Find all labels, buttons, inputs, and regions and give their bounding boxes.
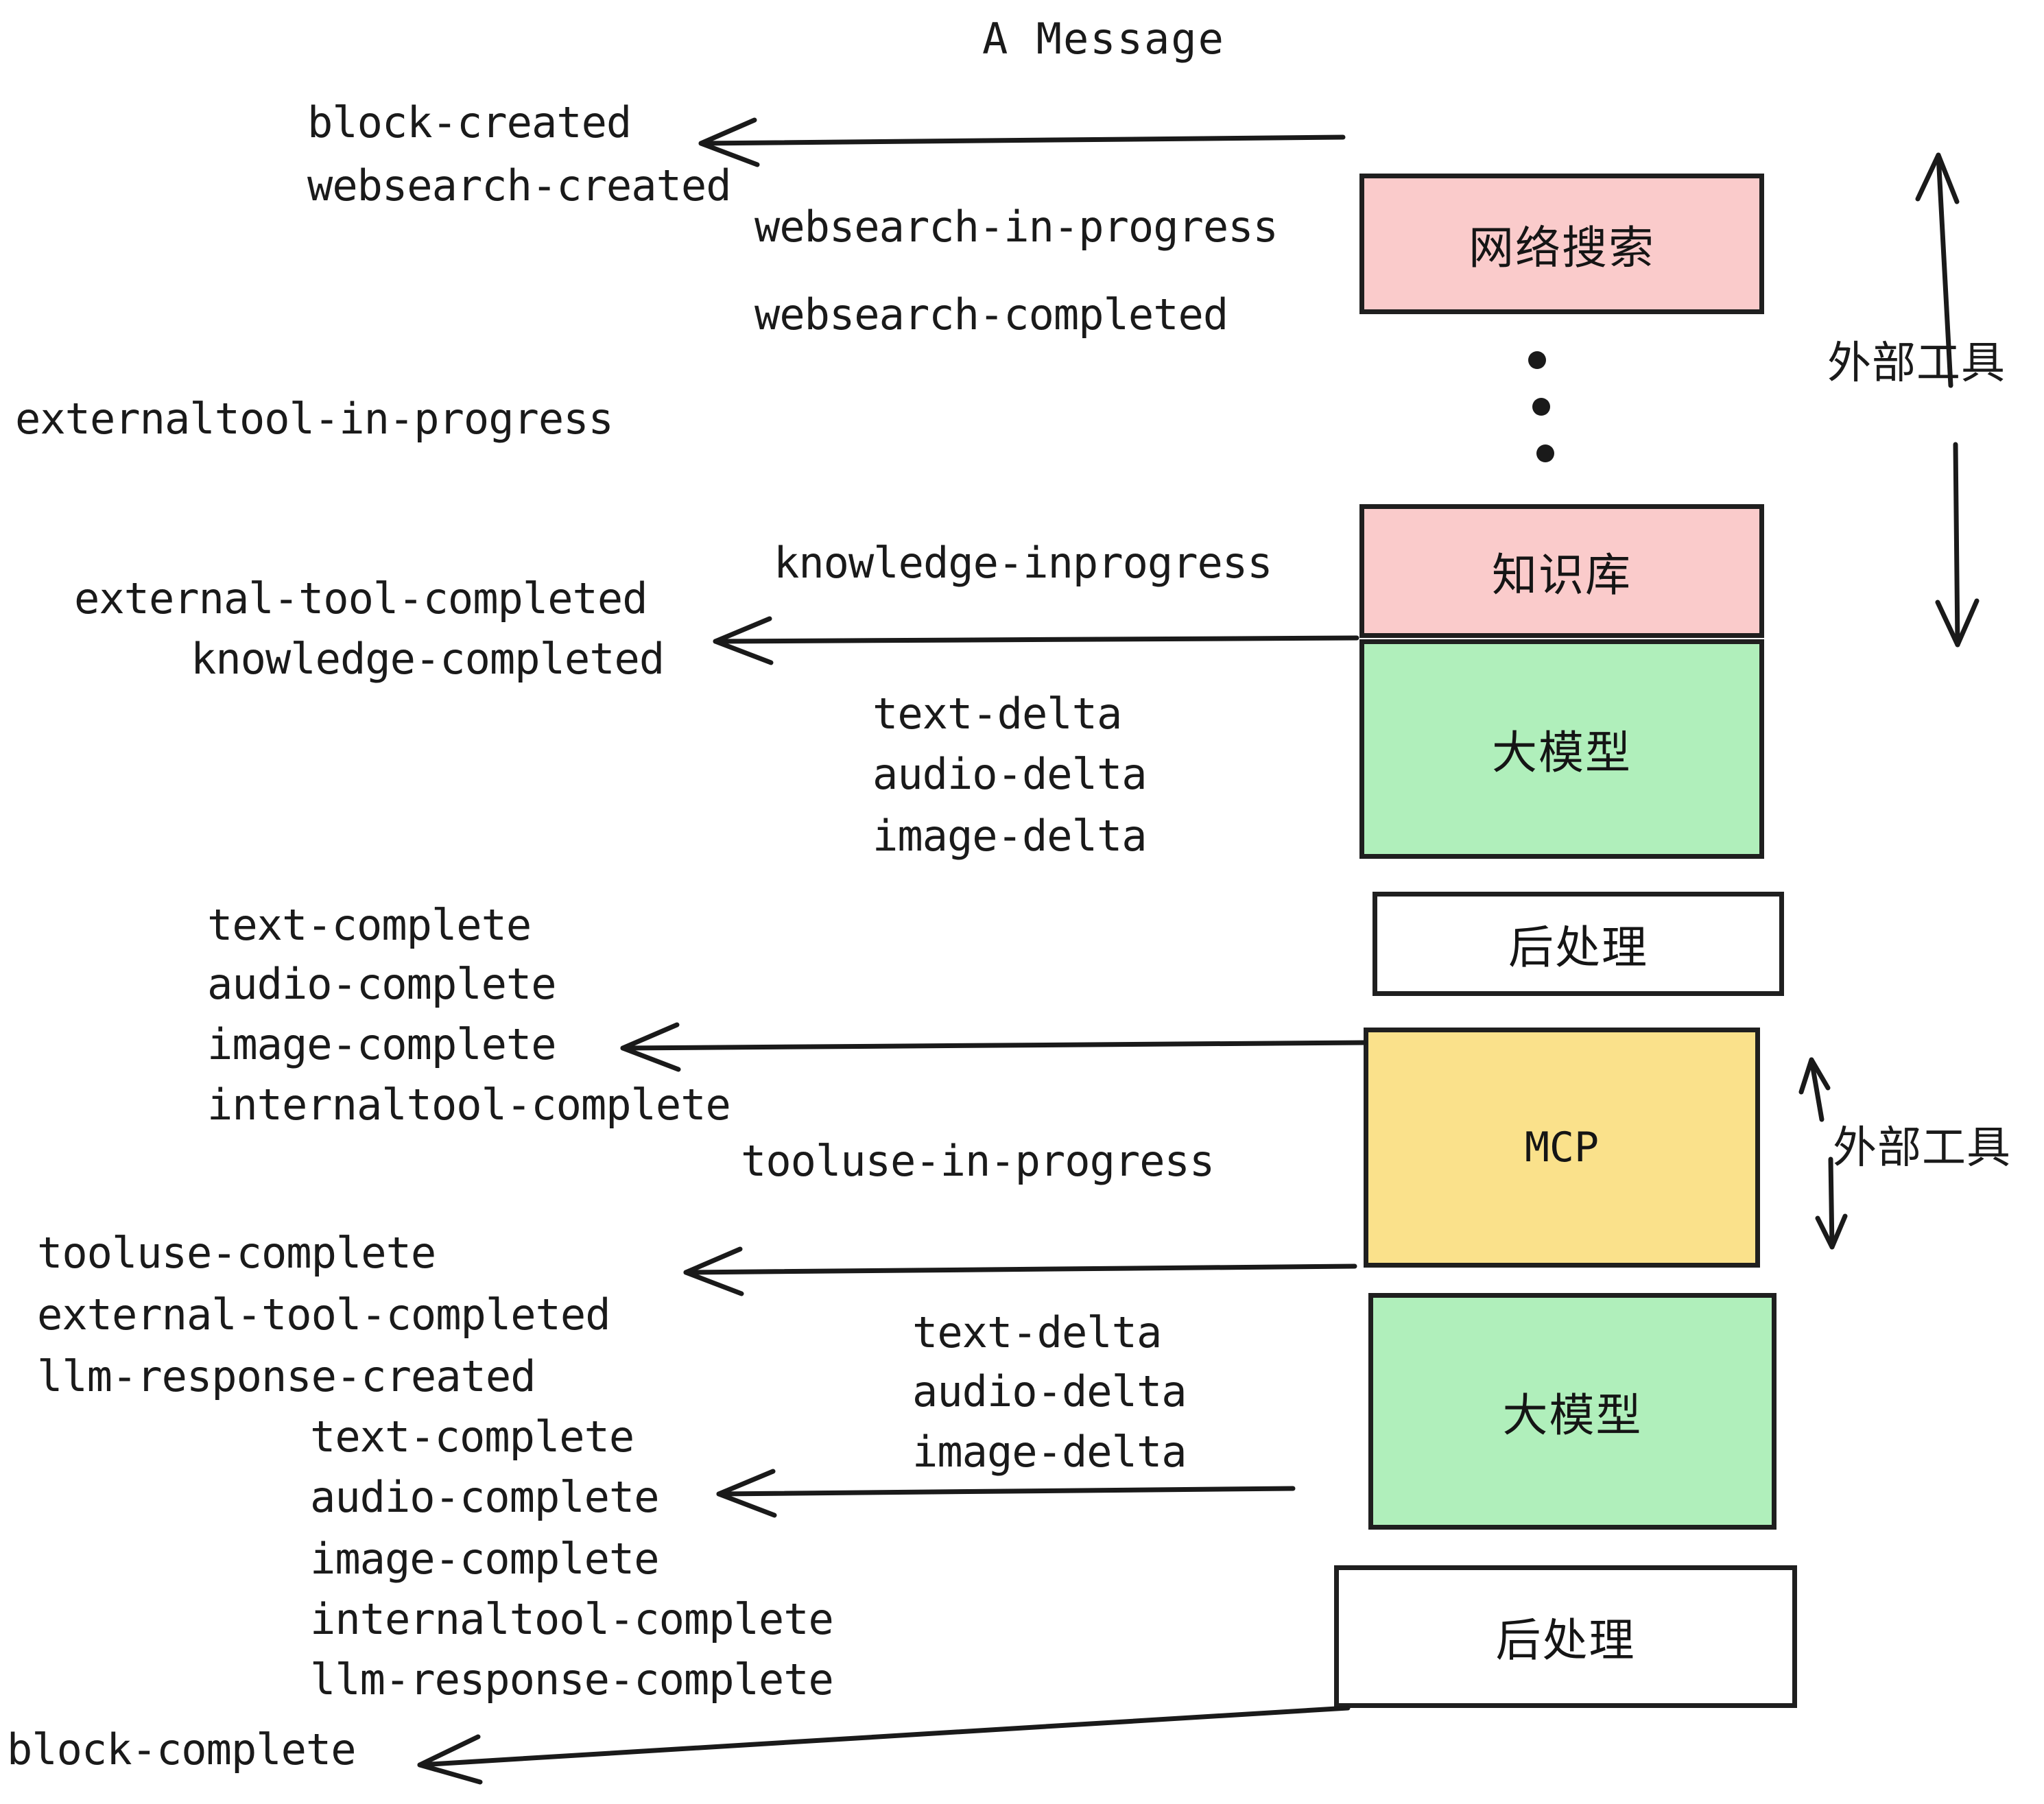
- node-label-postprocess-2: 后处理: [1495, 1614, 1636, 1667]
- arrow-llm2-to-audio-complete: [716, 1469, 1296, 1518]
- event-label-websearch-in-progress: websearch-in-progress: [754, 202, 1279, 252]
- arrow-mcp-to-tooluse-complete: [683, 1246, 1357, 1296]
- node-label-knowledge: 知识库: [1492, 548, 1632, 602]
- node-box-llm-1[interactable]: 大模型: [1359, 639, 1764, 859]
- event-label-audio-complete-1: audio-complete: [207, 959, 557, 1009]
- event-label-websearch-created: websearch-created: [307, 161, 732, 211]
- event-label-text-delta-2: text-delta: [912, 1307, 1162, 1357]
- event-label-image-delta-2: image-delta: [912, 1427, 1187, 1477]
- event-label-internaltool-complete-1: internaltool-complete: [207, 1080, 731, 1130]
- node-label-mcp: MCP: [1524, 1124, 1600, 1172]
- node-label-llm-1: 大模型: [1492, 726, 1632, 779]
- event-label-image-complete-1: image-complete: [207, 1019, 557, 1069]
- event-label-knowledge-completed: knowledge-completed: [191, 634, 665, 684]
- event-label-internaltool-complete-2: internaltool-complete: [310, 1594, 834, 1644]
- event-label-text-complete-1: text-complete: [207, 900, 532, 950]
- side-label-external-tools-top: 外部工具: [1827, 338, 2006, 389]
- event-label-tooluse-complete: tooluse-complete: [37, 1228, 436, 1278]
- event-label-websearch-completed: websearch-completed: [754, 289, 1228, 340]
- node-box-websearch[interactable]: 网络搜索: [1359, 174, 1764, 314]
- event-label-external-tool-completed-1: external-tool-completed: [74, 573, 648, 624]
- diagram-title: A Message: [982, 14, 1225, 64]
- event-label-image-complete-2: image-complete: [310, 1534, 660, 1584]
- event-label-external-tool-completed-2: external-tool-completed: [37, 1290, 611, 1340]
- external-tools-bracket-top: [1915, 152, 1980, 648]
- node-label-websearch: 网络搜索: [1469, 221, 1655, 274]
- event-label-externaltool-in-progress: externaltool-in-progress: [15, 394, 614, 444]
- event-label-llm-response-created: llm-response-created: [37, 1351, 536, 1401]
- event-label-knowledge-inprogress: knowledge-inprogress: [774, 538, 1273, 588]
- node-label-postprocess-1: 后处理: [1508, 921, 1648, 974]
- event-label-tooluse-in-progress: tooluse-in-progress: [741, 1136, 1215, 1186]
- event-label-image-delta-1: image-delta: [872, 811, 1148, 861]
- side-label-external-tools-bottom: 外部工具: [1833, 1123, 2011, 1174]
- node-box-postprocess-2[interactable]: 后处理: [1334, 1565, 1797, 1708]
- event-label-text-complete-2: text-complete: [310, 1412, 634, 1462]
- event-label-llm-response-complete: llm-response-complete: [310, 1654, 834, 1705]
- event-label-audio-delta-1: audio-delta: [872, 749, 1148, 799]
- arrow-knowledge-to-knowledge-completed: [713, 616, 1359, 665]
- ellipsis-dot-icon: [1528, 351, 1546, 369]
- ellipsis-dot-icon: [1536, 444, 1554, 462]
- node-box-postprocess-1[interactable]: 后处理: [1372, 892, 1784, 996]
- event-label-audio-complete-2: audio-complete: [310, 1472, 660, 1522]
- arrow-websearch-to-block-created: [698, 117, 1346, 167]
- node-box-knowledge[interactable]: 知识库: [1359, 504, 1764, 638]
- event-label-block-complete: block-complete: [7, 1724, 357, 1775]
- event-label-block-created: block-created: [307, 97, 632, 147]
- arrow-postprocess2-to-block-complete: [417, 1705, 1351, 1785]
- ellipsis-dot-icon: [1532, 398, 1550, 416]
- node-box-llm-2[interactable]: 大模型: [1368, 1293, 1776, 1530]
- node-label-llm-2: 大模型: [1502, 1388, 1643, 1442]
- event-label-text-delta-1: text-delta: [872, 689, 1122, 739]
- arrow-postprocess1-to-image-complete: [620, 1022, 1368, 1072]
- node-box-mcp[interactable]: MCP: [1364, 1028, 1760, 1268]
- event-label-audio-delta-2: audio-delta: [912, 1366, 1187, 1416]
